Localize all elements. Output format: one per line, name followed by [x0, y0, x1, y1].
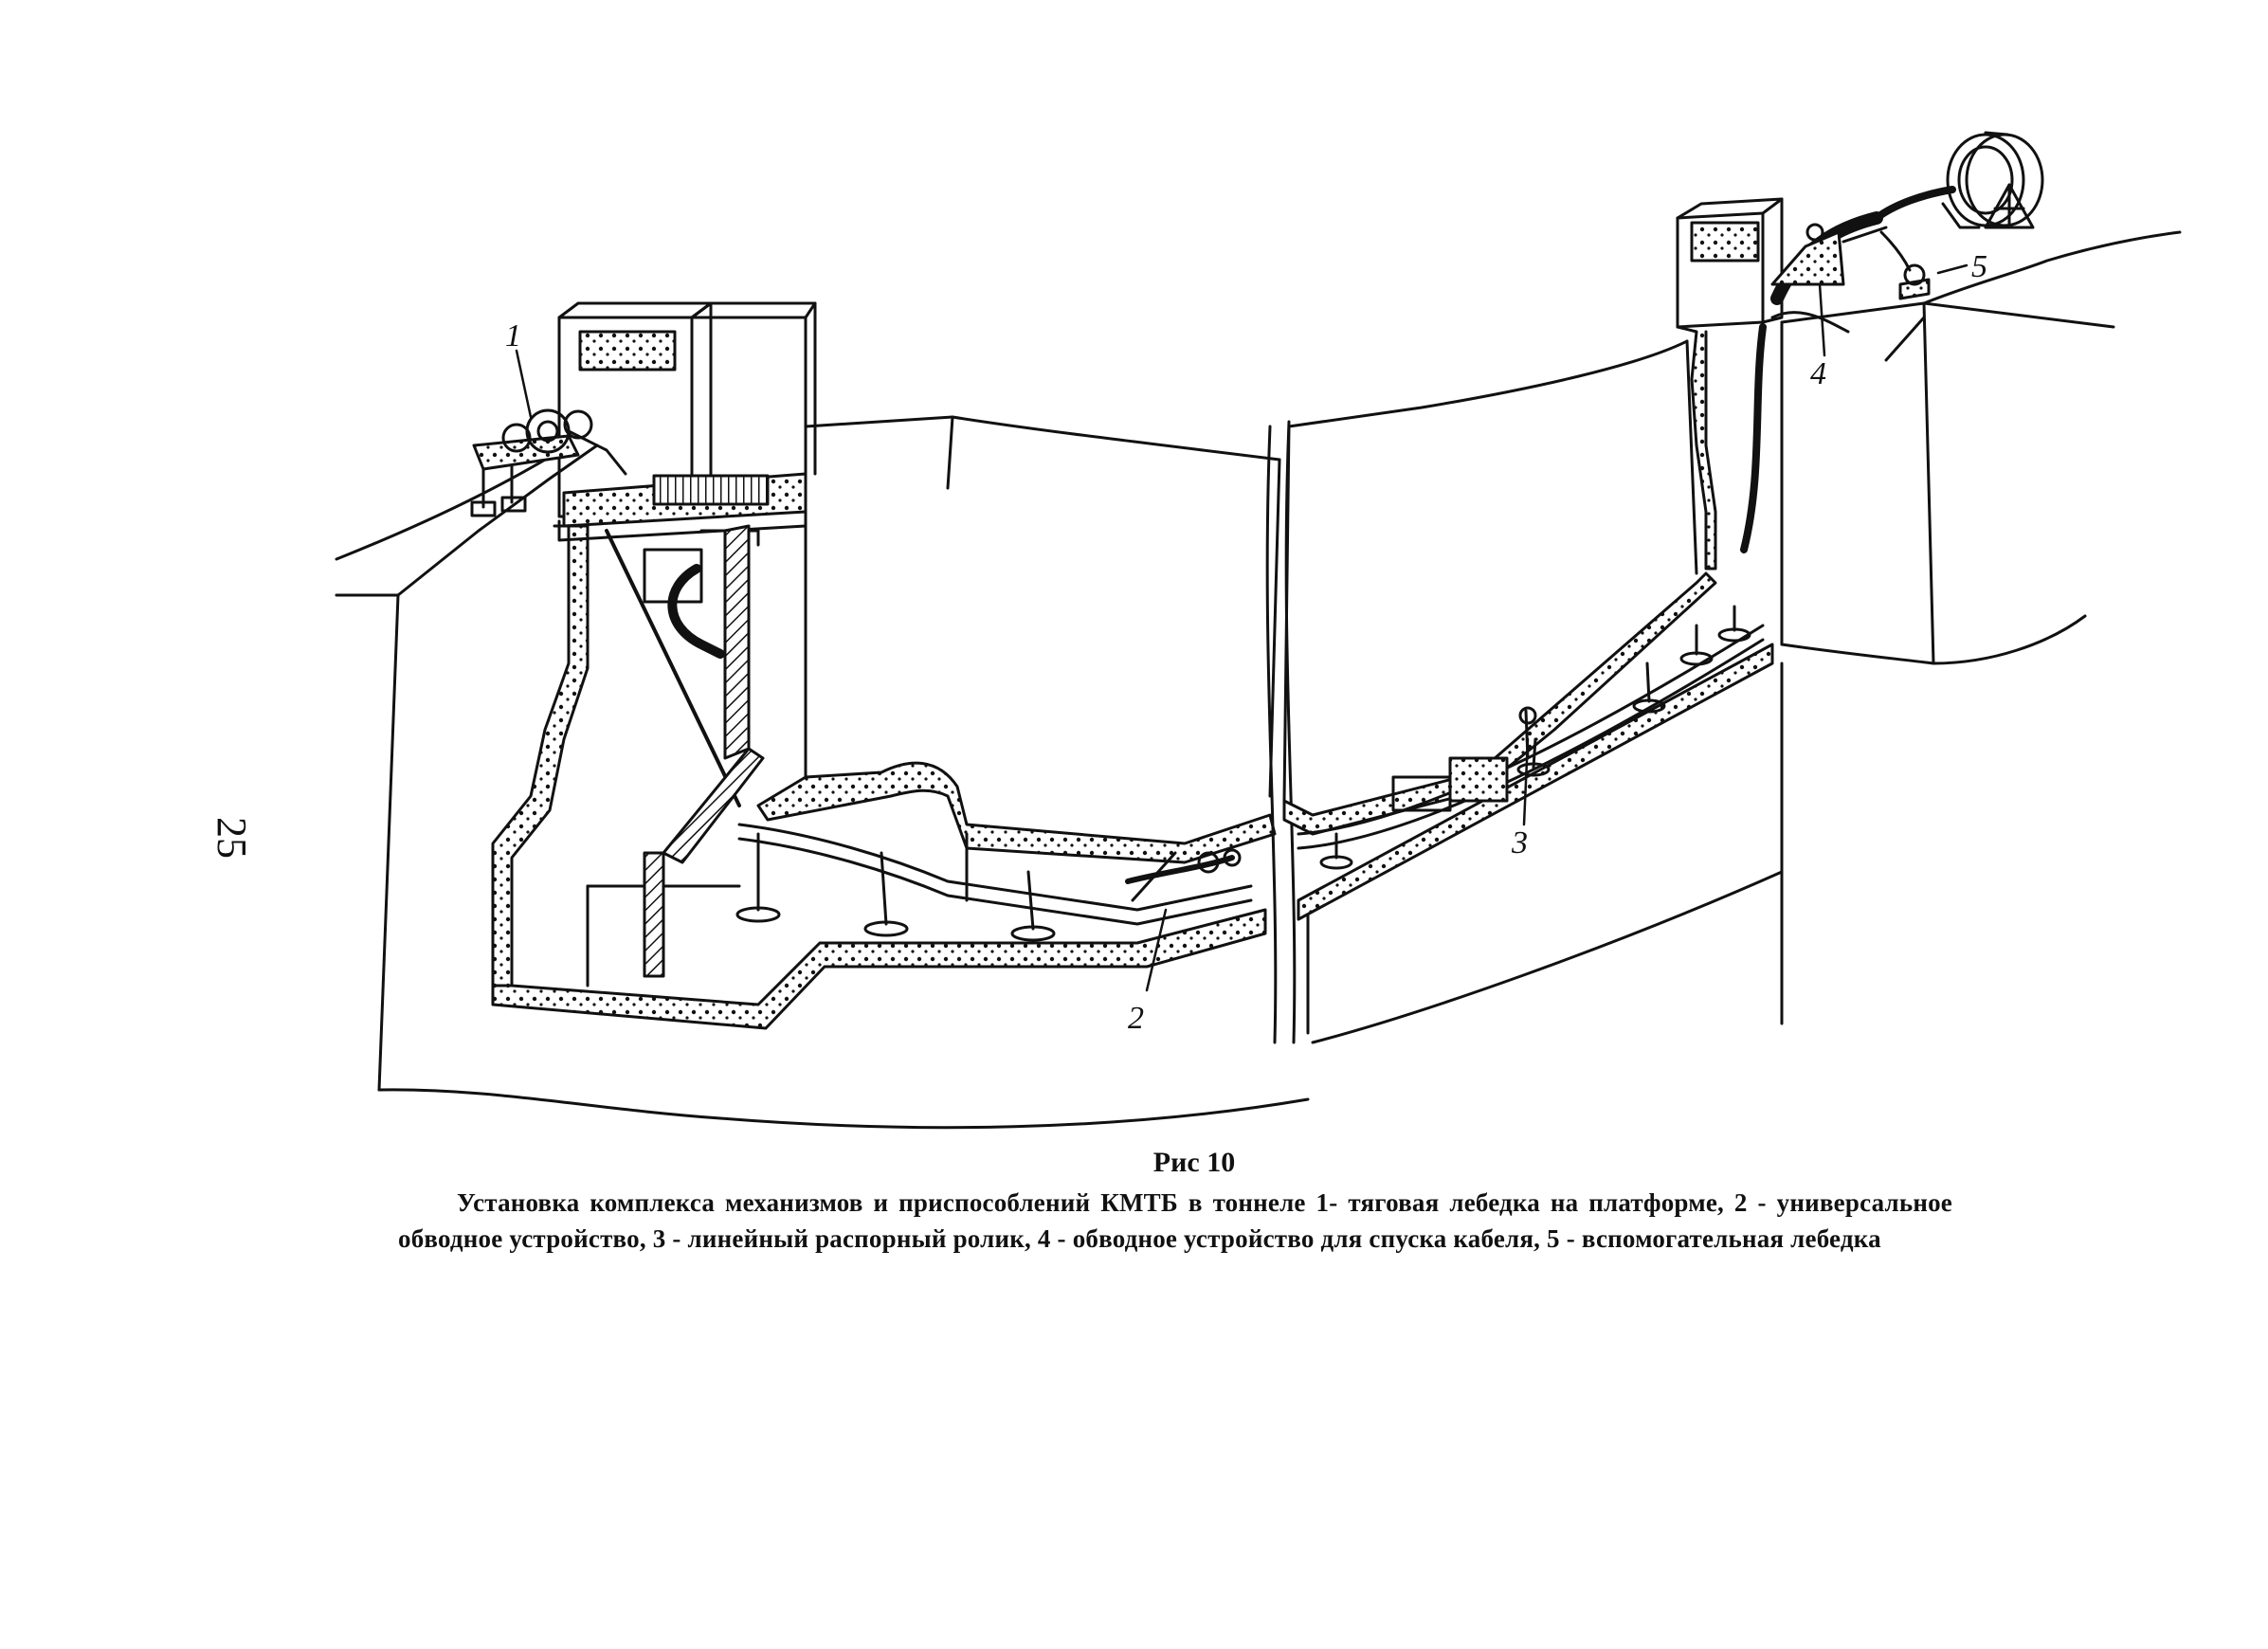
figure-caption-block: Рис 10 Установка комплекса механизмов и … — [398, 1145, 1952, 1257]
tunnel-props-left — [735, 832, 1056, 942]
tunnel-box-left-top — [804, 415, 1281, 462]
callout-4: 4 — [1810, 356, 1826, 391]
ground-right-ridge — [1884, 316, 1926, 362]
diagonal-stair — [662, 747, 765, 864]
tunnel-lining-right — [1282, 571, 1717, 836]
lower-stair — [643, 851, 665, 978]
tunnel-box-right-face — [1685, 339, 1698, 575]
curved-guide-duct — [667, 564, 725, 659]
callout-5: 5 — [1971, 249, 1987, 284]
tunnel-partition-left — [1265, 425, 1278, 1044]
cable-ladder-vertical — [723, 524, 751, 760]
left-shaft-wall — [491, 524, 590, 997]
right-shaft-cable — [1740, 323, 1767, 553]
headframe-cabin — [690, 316, 807, 480]
drum-cable — [1873, 186, 1956, 222]
figure-caption-text: Установка комплекса механизмов и приспос… — [398, 1188, 1952, 1253]
ground-right-back — [1922, 230, 2182, 305]
lower-lining-right — [1297, 643, 1774, 921]
auxiliary-winch-5 — [1879, 230, 1931, 300]
figure-title: Рис 10 — [1152, 1147, 1236, 1178]
ground-left-top — [335, 444, 571, 561]
ground-left-cliff — [377, 593, 400, 1092]
tunnel-box-right-top — [1287, 339, 1689, 428]
ground-right-slope — [1780, 614, 2087, 665]
left-shaft-floor — [491, 908, 1267, 1030]
tunnel-installation-drawing: 1 2 3 4 5 — [335, 131, 2182, 1130]
tunnel-lining-left — [756, 761, 1277, 864]
callout-2: 2 — [1128, 1001, 1144, 1036]
tunnel-props-right — [1319, 605, 1751, 870]
traction-cable — [605, 529, 741, 807]
right-shaft-wall — [1676, 325, 1717, 571]
traction-winch-1 — [470, 408, 627, 517]
callout-3: 3 — [1511, 825, 1528, 861]
ground-right-cliff — [1922, 301, 1935, 665]
cable-drum — [1873, 131, 2044, 229]
universal-guide-device-2 — [1125, 848, 1242, 902]
cable-lowering-guide-4 — [1770, 211, 1888, 305]
ground-left-edge — [335, 444, 599, 597]
ground-left-base — [377, 1088, 1310, 1130]
callout-1: 1 — [505, 318, 521, 353]
